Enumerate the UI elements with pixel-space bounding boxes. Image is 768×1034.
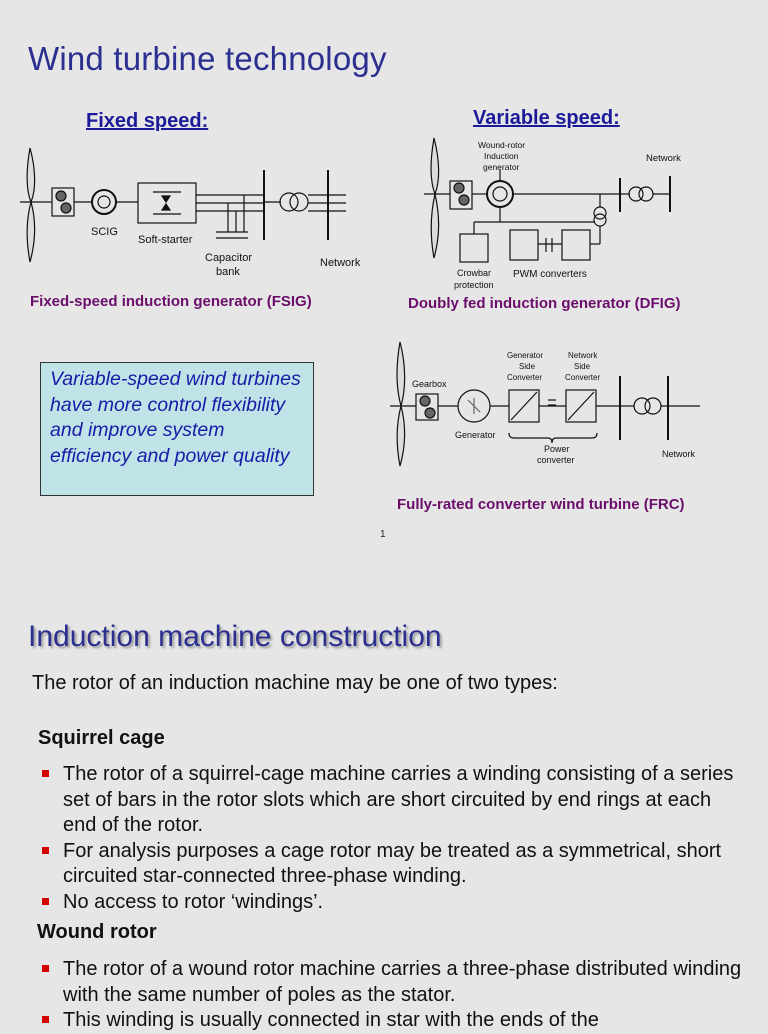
svg-text:Induction: Induction [484, 151, 519, 161]
list-item: No access to rotor ‘windings’. [42, 890, 742, 916]
list-item: This winding is usually connected in sta… [42, 1008, 742, 1034]
dfig-diagram: Wound-rotor Induction generator Network … [424, 137, 681, 290]
blade-icon [396, 341, 406, 409]
dfig-caption: Doubly fed induction generator (DFIG) [408, 295, 681, 312]
list-item: For analysis purposes a cage rotor may b… [42, 839, 742, 890]
note-text: Variable-speed wind turbines have more c… [50, 368, 301, 467]
fixed-speed-heading: Fixed speed: [86, 110, 209, 132]
fsig-caption: Fixed-speed induction generator (FSIG) [30, 293, 312, 310]
svg-text:Side: Side [574, 362, 591, 371]
svg-text:Network: Network [646, 153, 681, 164]
blade-icon [430, 137, 440, 196]
svg-text:SCIG: SCIG [91, 226, 118, 238]
blade-icon [26, 147, 36, 204]
page-number: 1 [380, 529, 386, 540]
intro-text: The rotor of an induction machine may be… [32, 672, 558, 694]
svg-text:Side: Side [519, 362, 536, 371]
bullet-icon [42, 897, 49, 905]
svg-text:Capacitor: Capacitor [205, 252, 252, 264]
svg-text:Converter: Converter [565, 373, 600, 382]
bullet-icon [42, 965, 49, 972]
wound-rotor-bullets: The rotor of a wound rotor machine carri… [42, 957, 742, 1034]
bullet-icon [42, 770, 49, 777]
list-item: The rotor of a wound rotor machine carri… [42, 957, 742, 1008]
svg-text:Generator: Generator [455, 430, 496, 440]
section-title: Induction machine construction [28, 620, 442, 653]
svg-text:bank: bank [216, 266, 240, 278]
svg-text:converter: converter [537, 455, 575, 465]
frc-caption: Fully-rated converter wind turbine (FRC) [397, 496, 685, 513]
squirrel-cage-bullets: The rotor of a squirrel-cage machine car… [42, 762, 742, 915]
variable-speed-heading: Variable speed: [473, 107, 620, 129]
wound-rotor-heading: Wound rotor [37, 921, 157, 943]
note-box: Variable-speed wind turbines have more c… [40, 362, 314, 496]
svg-text:Network: Network [568, 351, 598, 360]
squirrel-cage-heading: Squirrel cage [38, 727, 165, 749]
bullet-icon [42, 1016, 49, 1023]
svg-text:PWM converters: PWM converters [513, 269, 587, 280]
svg-text:Power: Power [544, 444, 570, 454]
svg-text:Generator: Generator [507, 351, 543, 360]
svg-text:Soft-starter: Soft-starter [138, 234, 193, 246]
svg-text:Converter: Converter [507, 373, 542, 382]
svg-text:Crowbar: Crowbar [457, 268, 491, 278]
svg-text:Network: Network [662, 449, 696, 459]
svg-text:Network: Network [320, 257, 361, 269]
bullet-icon [42, 846, 49, 854]
svg-text:Wound-rotor: Wound-rotor [478, 140, 525, 150]
frc-diagram: Gearbox Generator Side Converter Network… [390, 341, 700, 467]
svg-text:protection: protection [454, 280, 494, 290]
slide-title: Wind turbine technology [28, 40, 387, 77]
svg-text:generator: generator [483, 162, 520, 172]
fsig-diagram: SCIG Soft-starter Capacitor bank Network [20, 147, 361, 278]
svg-text:Gearbox: Gearbox [412, 379, 447, 389]
list-item: The rotor of a squirrel-cage machine car… [42, 762, 742, 839]
